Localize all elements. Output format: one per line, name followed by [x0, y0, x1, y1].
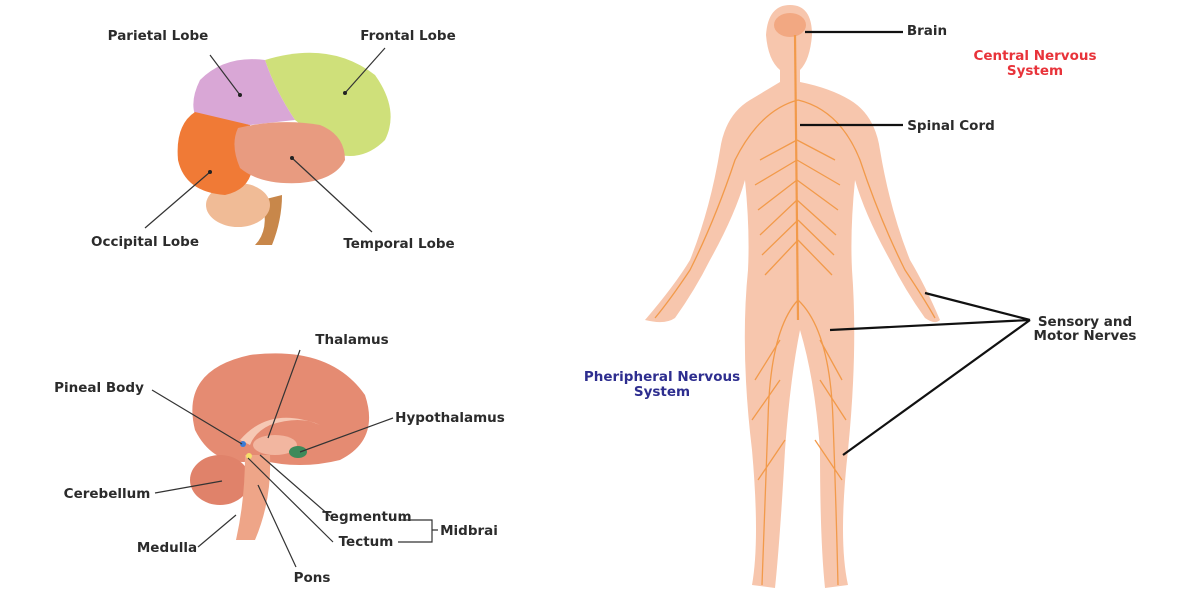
- label-brain: Brain: [907, 23, 947, 39]
- parietal-lobe: [193, 59, 295, 125]
- label-tegmentum: Tegmentum: [322, 509, 411, 525]
- label-nerves-line2: Motor Nerves: [1034, 328, 1137, 344]
- corpus-callosum: [240, 417, 320, 445]
- sagittal-brain: [190, 353, 370, 540]
- brain-shape: [774, 13, 806, 37]
- label-hypothalamus: Hypothalamus: [395, 410, 505, 426]
- label-cns-line2: System: [1007, 63, 1063, 79]
- brainstem-sagittal: [236, 455, 271, 540]
- label-cerebellum: Cerebellum: [64, 486, 151, 502]
- cerebellum-sagittal: [190, 455, 250, 505]
- label-temporal-lobe: Temporal Lobe: [343, 236, 454, 252]
- frontal-lobe: [265, 52, 391, 156]
- temporal-lobe: [234, 122, 345, 184]
- label-tectum: Tectum: [339, 534, 394, 550]
- label-pineal-body: Pineal Body: [54, 380, 144, 396]
- label-nerves-line1: Sensory and: [1038, 314, 1132, 330]
- tectum-shape: [246, 453, 252, 459]
- labels: Parietal Lobe Frontal Lobe Occipital Lob…: [54, 23, 1136, 586]
- lateral-brain: [177, 52, 391, 245]
- label-spinal-cord: Spinal Cord: [907, 118, 995, 134]
- thalamus-shape: [253, 435, 297, 455]
- label-cns-line1: Central Nervous: [973, 48, 1096, 64]
- label-midbrain: Midbrai: [440, 523, 498, 539]
- leader-lines: [144, 30, 1031, 568]
- hypothalamus-shape: [289, 446, 307, 458]
- label-pons: Pons: [294, 570, 331, 586]
- label-frontal-lobe: Frontal Lobe: [360, 28, 456, 44]
- label-thalamus: Thalamus: [315, 332, 388, 348]
- pineal-body-shape: [240, 441, 246, 447]
- label-parietal-lobe: Parietal Lobe: [108, 28, 209, 44]
- spinal-cord: [793, 34, 800, 321]
- cerebrum-sagittal: [192, 353, 370, 465]
- human-body: [645, 5, 940, 588]
- nerves: [654, 99, 936, 586]
- occipital-lobe: [177, 112, 252, 195]
- body-silhouette: [645, 5, 940, 588]
- label-occipital-lobe: Occipital Lobe: [91, 234, 199, 250]
- label-pns-line1: Pheripheral Nervous: [584, 369, 740, 385]
- brainstem: [255, 195, 282, 245]
- label-medulla: Medulla: [137, 540, 197, 556]
- label-pns-line2: System: [634, 384, 690, 400]
